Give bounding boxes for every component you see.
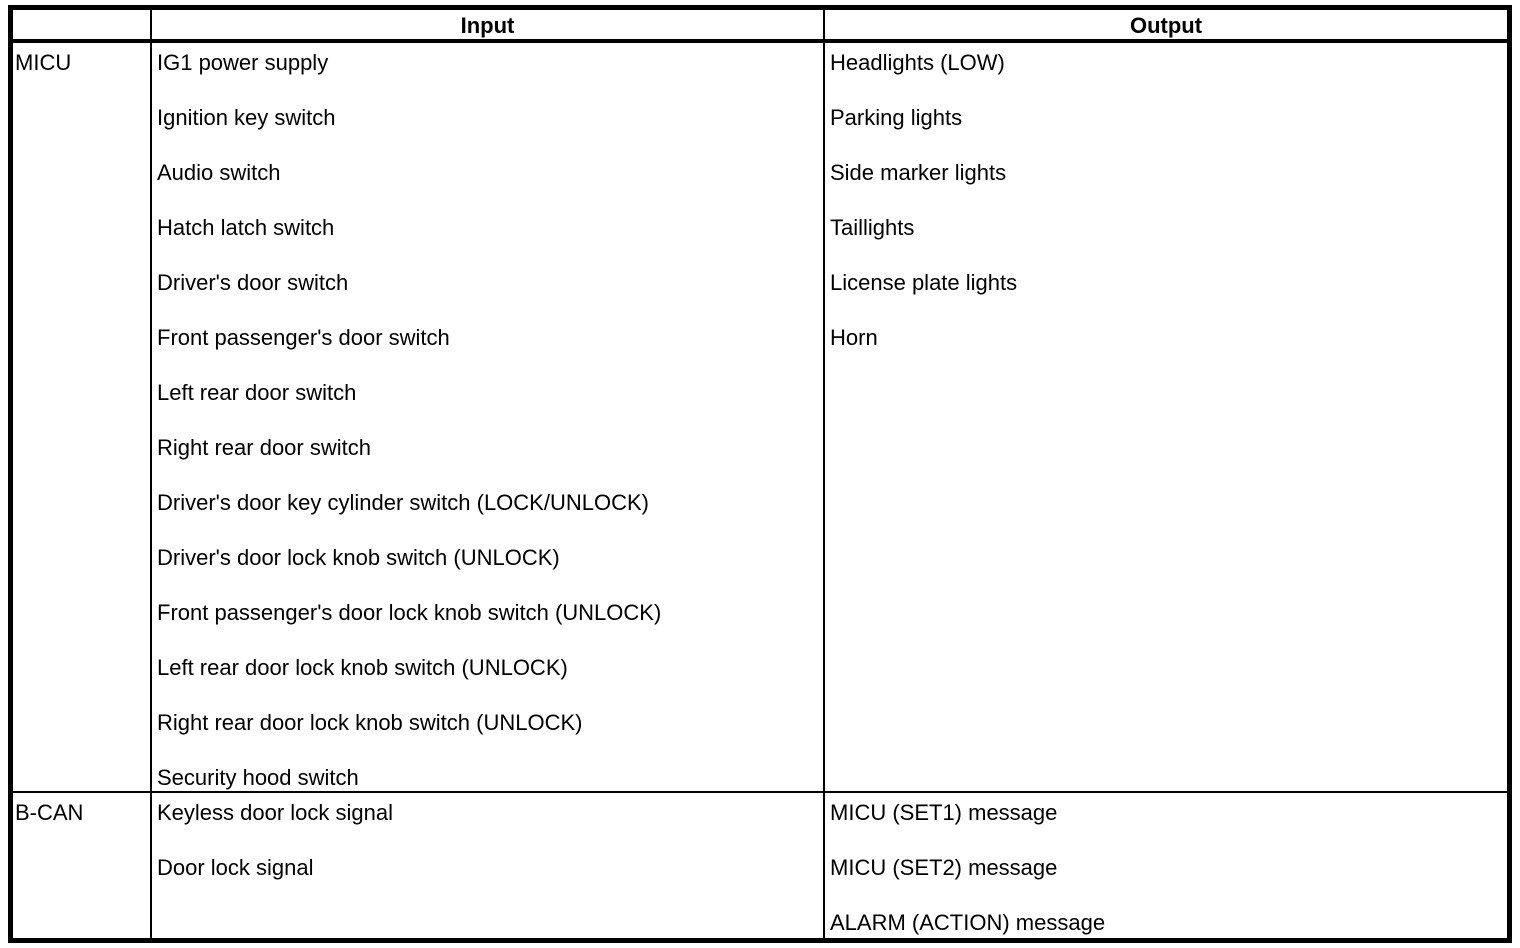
row-label-text: B-CAN <box>15 800 84 825</box>
output-item: Side marker lights <box>830 160 1007 185</box>
output-item: MICU (SET2) message <box>830 855 1058 880</box>
micu-input-cell: IG1 power supply Ignition key switch Aud… <box>152 43 825 793</box>
input-item: Driver's door lock knob switch (UNLOCK) <box>157 545 560 570</box>
output-item: License plate lights <box>830 270 1018 295</box>
output-item: Horn <box>830 325 878 350</box>
input-output-table: Input Output MICU IG1 power supply Ignit… <box>8 5 1512 943</box>
output-item: Headlights (LOW) <box>830 50 1005 75</box>
bcan-input-cell: Keyless door lock signal Door lock signa… <box>152 793 825 938</box>
input-item: Left rear door switch <box>157 380 357 405</box>
input-item: Door lock signal <box>157 855 314 880</box>
output-item: Parking lights <box>830 105 963 130</box>
input-item: Front passenger's door switch <box>157 325 450 350</box>
header-input: Input <box>152 10 825 43</box>
header-corner-cell <box>13 10 152 43</box>
row-label-bcan: B-CAN <box>13 793 152 938</box>
row-label-text: MICU <box>15 50 72 75</box>
input-item: Right rear door switch <box>157 435 371 460</box>
input-item: Driver's door key cylinder switch (LOCK/… <box>157 490 649 515</box>
header-output: Output <box>825 10 1507 43</box>
input-item: Security hood switch <box>157 765 359 790</box>
output-item: MICU (SET1) message <box>830 800 1058 825</box>
input-item: Front passenger's door lock knob switch … <box>157 600 662 625</box>
bcan-output-cell: MICU (SET1) message MICU (SET2) message … <box>825 793 1507 938</box>
row-label-micu: MICU <box>13 43 152 793</box>
input-item: Driver's door switch <box>157 270 349 295</box>
input-item: Ignition key switch <box>157 105 336 130</box>
input-item: Audio switch <box>157 160 281 185</box>
input-item: Right rear door lock knob switch (UNLOCK… <box>157 710 583 735</box>
output-item: ALARM (ACTION) message <box>830 910 1106 935</box>
micu-output-cell: Headlights (LOW) Parking lights Side mar… <box>825 43 1507 793</box>
output-item: Taillights <box>830 215 915 240</box>
input-item: IG1 power supply <box>157 50 329 75</box>
input-item: Left rear door lock knob switch (UNLOCK) <box>157 655 568 680</box>
input-item: Hatch latch switch <box>157 215 335 240</box>
input-item: Keyless door lock signal <box>157 800 394 825</box>
